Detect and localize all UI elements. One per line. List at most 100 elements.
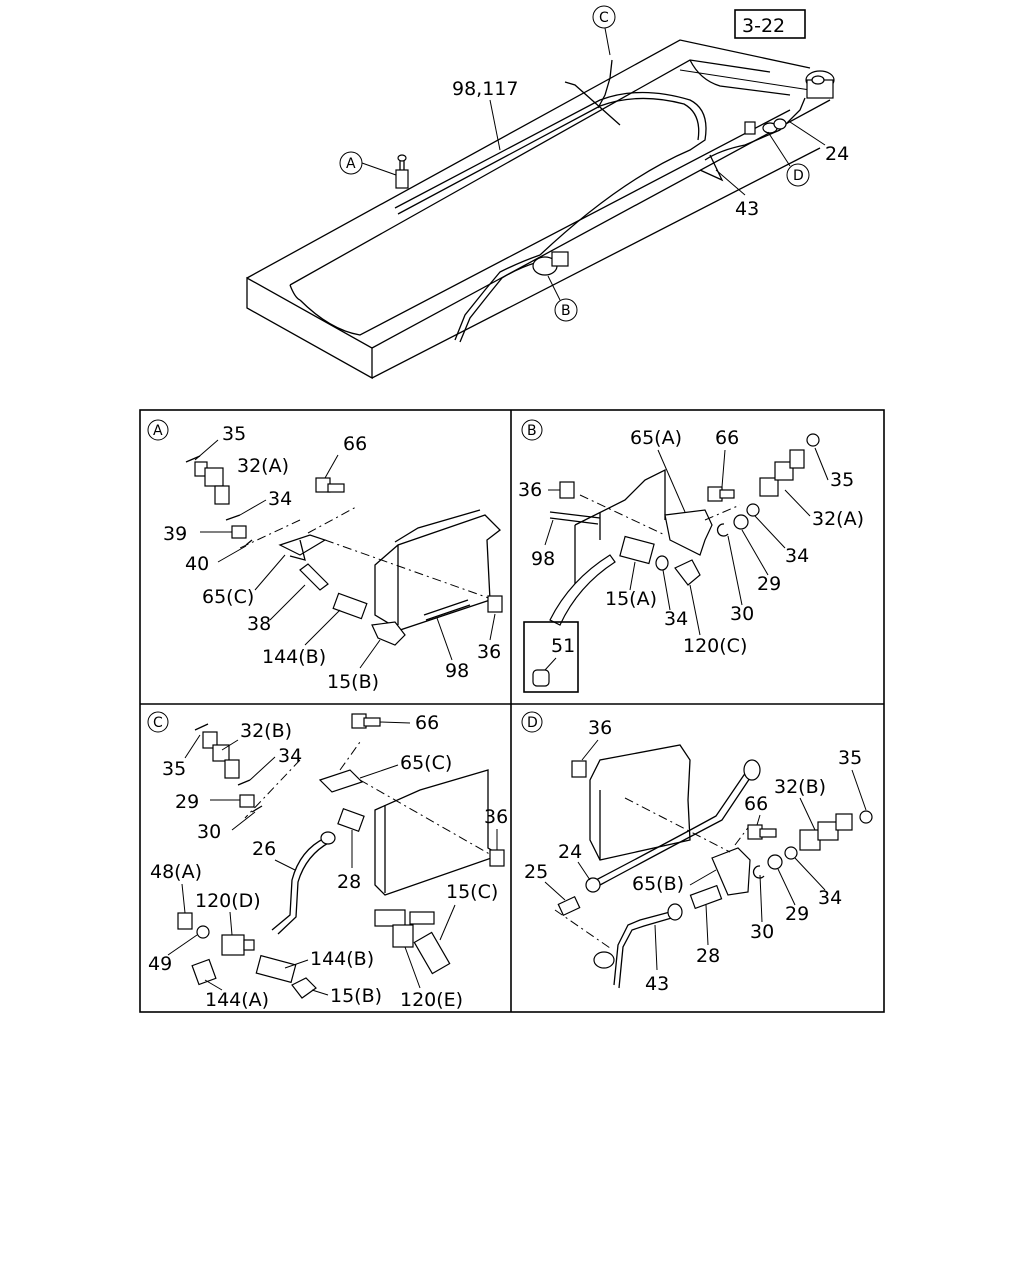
part-d-29[interactable] [767, 854, 783, 870]
part-d-25[interactable] [557, 895, 581, 917]
label-b-30: 30 [730, 603, 754, 625]
label-a-66: 66 [343, 433, 367, 455]
part-b-32[interactable] [759, 449, 805, 497]
label-b-36: 36 [518, 479, 542, 501]
label-b-15: 15(A) [605, 588, 657, 610]
part-b-51-inset[interactable] [523, 621, 579, 693]
label-d-65: 65(B) [632, 873, 684, 895]
label-b-120: 120(C) [683, 635, 747, 657]
label-b-98: 98 [531, 548, 555, 570]
part-c-120e[interactable] [374, 909, 435, 948]
part-b-66[interactable] [707, 486, 735, 502]
part-c-35[interactable] [194, 723, 209, 731]
label-tube-98-117: 98,117 [452, 78, 518, 100]
fitting-d-location [744, 118, 787, 135]
label-c-32: 32(B) [240, 720, 292, 742]
part-38[interactable] [299, 563, 329, 591]
label-c-120e: 120(E) [400, 989, 463, 1011]
part-c-48a[interactable] [177, 912, 193, 930]
part-40[interactable] [245, 539, 253, 546]
callout-a[interactable]: A [339, 151, 397, 176]
page-ref-label: 3-22 [742, 15, 785, 37]
part-c-49[interactable] [196, 925, 210, 939]
part-36[interactable] [487, 595, 503, 613]
callout-a-label: A [346, 156, 356, 172]
callout-b[interactable]: B [547, 275, 578, 322]
label-b-34b: 34 [664, 608, 688, 630]
part-c-32[interactable] [202, 731, 240, 779]
label-d-28: 28 [696, 945, 720, 967]
label-b-35: 35 [830, 469, 854, 491]
callout-c[interactable]: C [592, 5, 616, 56]
part-c-144b[interactable] [255, 954, 297, 984]
part-c-66[interactable] [351, 713, 381, 729]
part-39[interactable] [231, 525, 247, 539]
label-b-51: 51 [551, 635, 575, 657]
part-d-28[interactable] [689, 884, 723, 910]
part-d-32[interactable] [799, 813, 853, 851]
part-b-30[interactable] [716, 523, 729, 537]
label-c-144b: 144(B) [310, 948, 374, 970]
label-b-34a: 34 [785, 545, 809, 567]
part-c-36[interactable] [489, 849, 505, 867]
label-a-35: 35 [222, 423, 246, 445]
part-b-29[interactable] [733, 514, 749, 530]
valve-block [805, 70, 835, 99]
detail-panel-c: C [147, 711, 508, 1011]
part-c-29[interactable] [239, 794, 255, 808]
part-d-34[interactable] [784, 846, 798, 860]
part-c-144a[interactable] [191, 958, 217, 986]
part-d-30[interactable] [752, 865, 765, 879]
part-d-66[interactable] [747, 824, 777, 840]
label-a-34: 34 [268, 488, 292, 510]
label-43: 43 [735, 198, 759, 220]
label-c-26: 26 [252, 838, 276, 860]
part-c-28[interactable] [337, 807, 365, 833]
part-d-43-pipe[interactable] [593, 903, 683, 989]
panel-b-marker: B [527, 423, 537, 439]
part-d-24-pipe[interactable] [585, 759, 761, 893]
label-d-25: 25 [524, 861, 548, 883]
part-c-34[interactable] [237, 779, 251, 786]
label-d-36: 36 [588, 717, 612, 739]
part-b-35[interactable] [806, 433, 820, 447]
part-32[interactable] [194, 461, 230, 505]
label-a-36: 36 [477, 641, 501, 663]
fitting-b-location [532, 251, 569, 276]
part-c-30[interactable] [251, 805, 263, 813]
part-b-34a[interactable] [746, 503, 760, 517]
part-d-36[interactable] [571, 760, 587, 778]
callout-b-label: B [561, 303, 571, 319]
part-c-120d[interactable] [221, 934, 255, 956]
callout-d[interactable]: D [767, 131, 810, 187]
label-c-48: 48(A) [150, 861, 202, 883]
label-d-43: 43 [645, 973, 669, 995]
callout-c-label: C [599, 10, 609, 26]
label-c-49: 49 [148, 953, 172, 975]
part-c-15b[interactable] [291, 977, 317, 999]
part-d-35[interactable] [859, 810, 873, 824]
part-b-34b[interactable] [655, 555, 669, 571]
part-34[interactable] [225, 514, 241, 521]
part-98[interactable] [423, 599, 471, 621]
part-b-15a[interactable] [619, 535, 655, 565]
page-ref-box[interactable] [734, 9, 806, 39]
label-b-66: 66 [715, 427, 739, 449]
label-b-32: 32(A) [812, 508, 864, 530]
part-c-15c[interactable] [413, 931, 451, 975]
label-c-120d: 120(D) [195, 890, 261, 912]
part-b-36[interactable] [559, 481, 575, 499]
part-66[interactable] [315, 477, 345, 493]
part-15b[interactable] [371, 621, 406, 646]
part-b-120c[interactable] [674, 559, 701, 586]
label-24: 24 [825, 143, 849, 165]
label-d-32: 32(B) [774, 776, 826, 798]
label-a-98: 98 [445, 660, 469, 682]
part-c-26-pipe[interactable] [271, 831, 336, 935]
part-144b[interactable] [332, 592, 368, 620]
brake-pipes [394, 59, 806, 343]
part-b-98[interactable] [549, 511, 601, 525]
label-c-36: 36 [484, 806, 508, 828]
part-35[interactable] [185, 455, 201, 463]
